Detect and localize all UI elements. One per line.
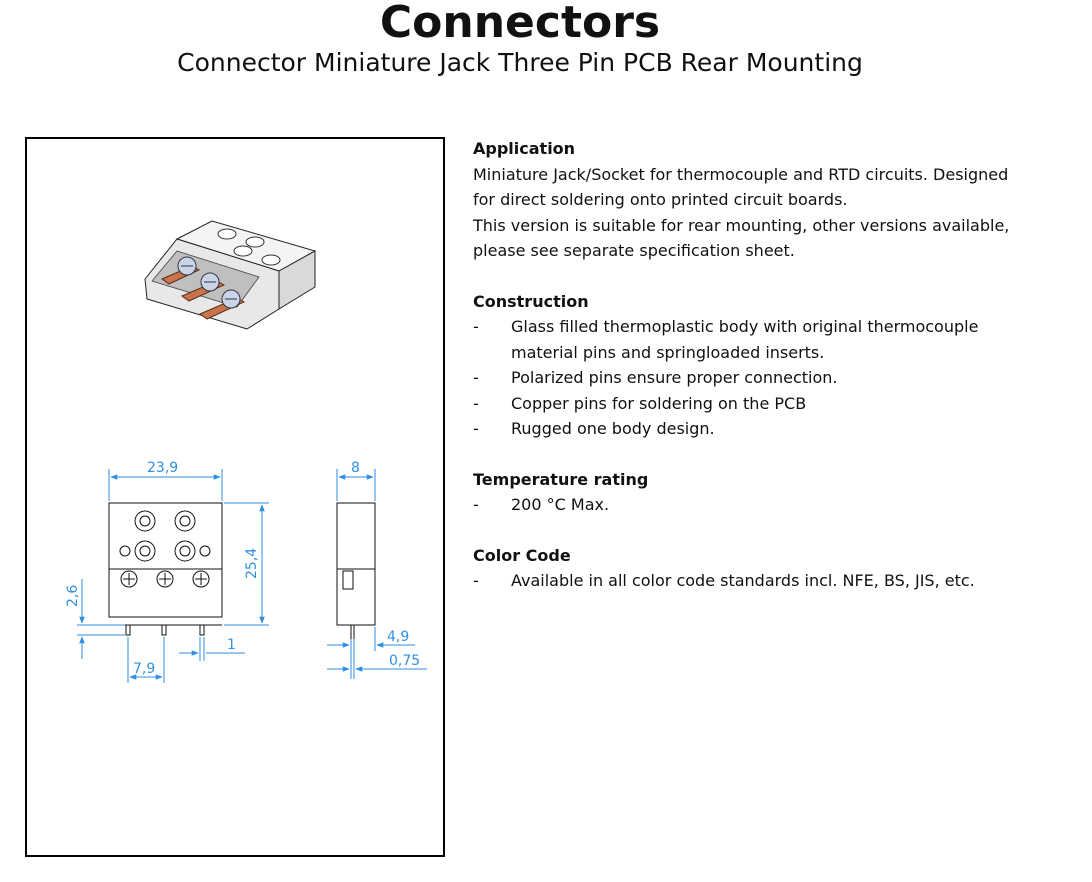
application-line: This version is suitable for rear mounti… (473, 215, 1010, 235)
list-item: -Polarized pins ensure proper connection… (473, 368, 838, 387)
dimension-labels: 23,9 25,4 2,6 7,9 1 8 4,9 0,75 (65, 460, 420, 677)
list-item-continuation: material pins and springloaded inserts. (511, 342, 825, 362)
application-line: please see separate specification sheet. (473, 241, 795, 260)
temperature-list: -200 °C Max. (473, 492, 1063, 518)
list-item: -200 °C Max. (473, 495, 610, 514)
list-item: -Available in all color code standards i… (473, 571, 975, 590)
temperature-heading: Temperature rating (473, 469, 649, 489)
dim-pin-thickness-label: 0,75 (389, 653, 420, 669)
dim-pin-height-label: 4,9 (387, 629, 409, 645)
dim-height-label: 25,4 (244, 548, 260, 579)
dim-depth-label: 8 (351, 460, 360, 476)
specification-text: Application Miniature Jack/Socket for th… (473, 136, 1063, 594)
color-code-list: -Available in all color code standards i… (473, 568, 1063, 594)
dim-pin-pitch-label: 7,9 (133, 661, 155, 677)
connector-3d-view (144, 220, 317, 330)
application-line: for direct soldering onto printed circui… (473, 190, 848, 209)
construction-heading: Construction (473, 291, 589, 311)
application-line: Miniature Jack/Socket for thermocouple a… (473, 164, 1009, 184)
connector-side-view (336, 502, 376, 639)
construction-list: -Glass filled thermoplastic body with or… (473, 314, 1063, 442)
product-drawing: 23,9 25,4 2,6 7,9 1 8 4,9 0,75 (65, 220, 427, 683)
list-item: -Glass filled thermoplastic body with or… (473, 317, 979, 336)
application-heading: Application (473, 139, 576, 158)
list-item: -Rugged one body design. (473, 419, 715, 438)
dimension-lines (77, 469, 427, 683)
connector-front-view (108, 502, 223, 636)
list-item: -Copper pins for soldering on the PCB (473, 393, 807, 413)
dim-pin-offset-label: 2,6 (65, 585, 81, 607)
dim-pin-width-label: 1 (227, 637, 236, 653)
page-title: Connectors (379, 0, 661, 48)
color-code-heading: Color Code (473, 545, 571, 565)
dim-width-label: 23,9 (147, 460, 178, 476)
page-subtitle: Connector Miniature Jack Three Pin PCB R… (177, 48, 863, 77)
product-drawing-frame: 23,9 25,4 2,6 7,9 1 8 4,9 0,75 (25, 137, 445, 857)
